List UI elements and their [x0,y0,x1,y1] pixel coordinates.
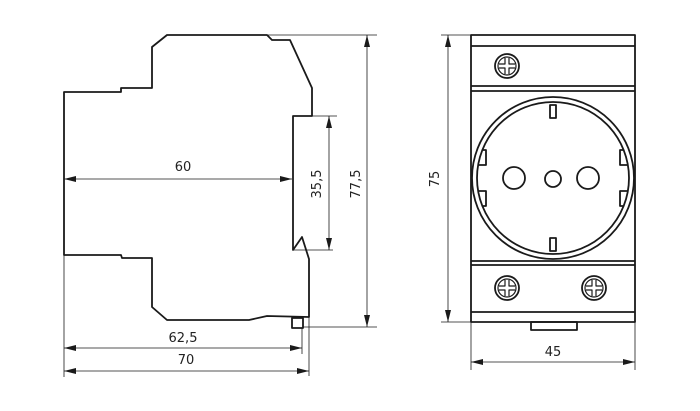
screw-icon [494,53,520,79]
front-view: 75 45 [428,34,636,370]
side-outline [63,34,313,321]
dim-label-45: 45 [545,345,562,360]
front-outline [470,34,636,323]
front-foot [530,321,578,331]
screw-icon [494,275,520,301]
side-foot [291,317,304,329]
dim-label-35-5: 35,5 [310,170,325,199]
dim-label-75: 75 [428,171,443,188]
dim-label-77-5: 77,5 [349,170,364,199]
side-view: 60 35,5 77,5 62,5 70 [63,34,377,377]
dim-label-70: 70 [178,353,195,368]
socket [471,96,635,260]
dim-label-62-5: 62,5 [169,331,198,346]
socket-hole-right [576,166,600,190]
dim-label-60: 60 [175,160,192,175]
socket-hole-left [502,166,526,190]
screw-icon [581,275,607,301]
socket-hole-center [544,170,562,188]
